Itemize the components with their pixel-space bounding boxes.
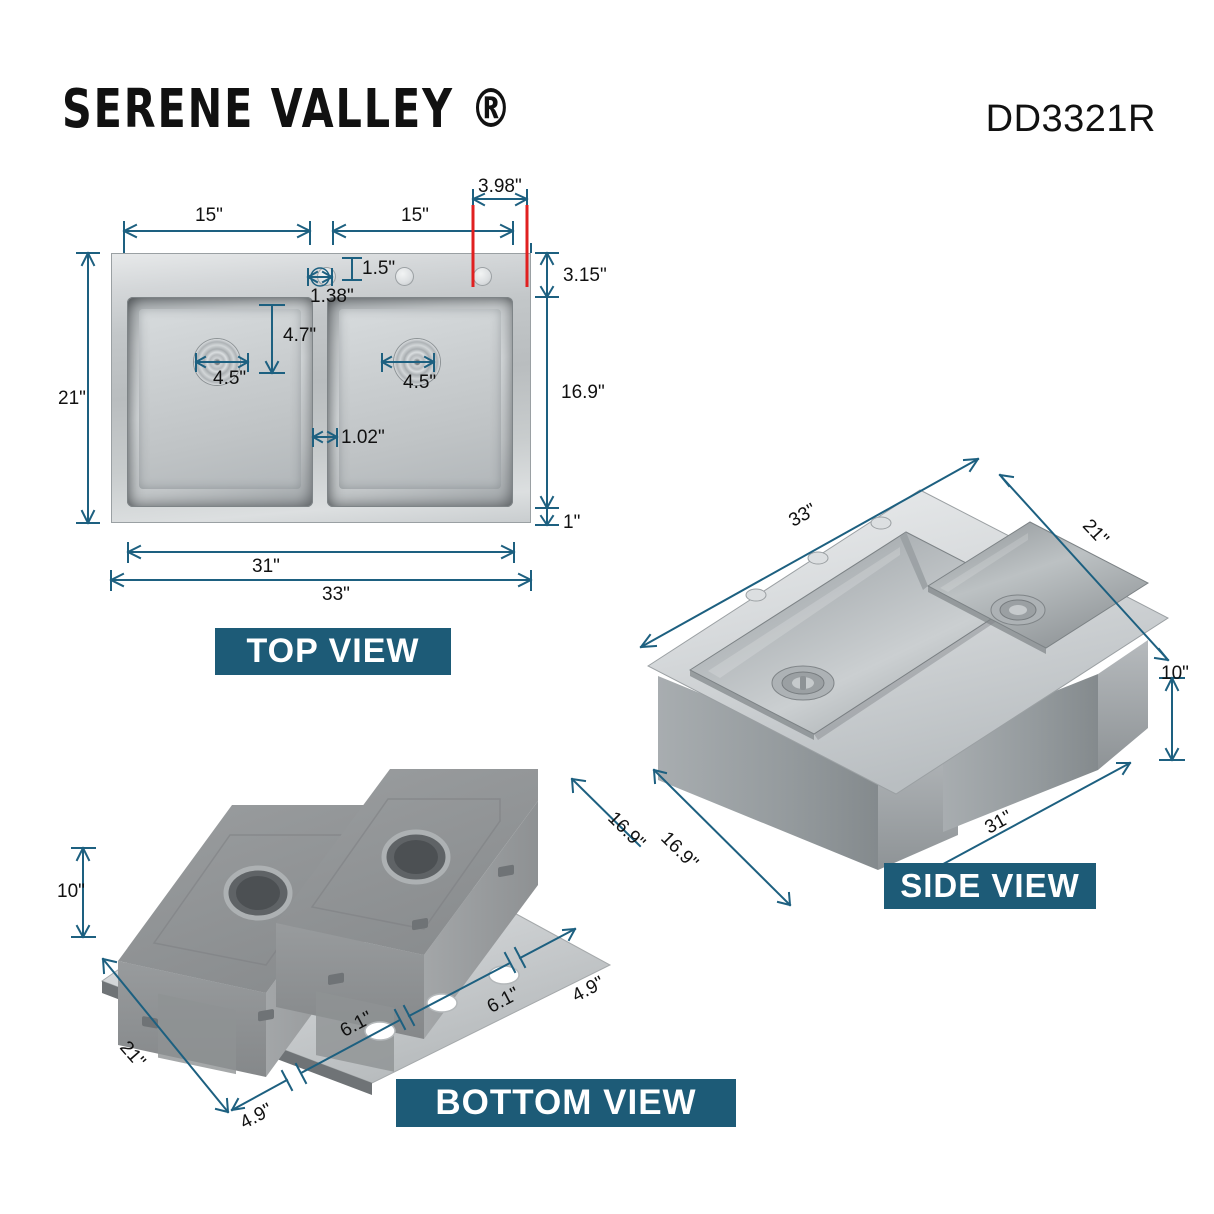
dim-top-hole-diameter: 1.38": [310, 286, 354, 307]
top-view-illustration: [111, 253, 531, 523]
bottom-view-banner: BOTTOM VIEW: [396, 1079, 736, 1127]
bottom-faucet-hole-3: [488, 965, 520, 985]
dim-top-bowl-depth: 16.9": [561, 382, 605, 403]
dim-top-overall-width: 33": [322, 584, 350, 605]
side-faucet-hole-1: [745, 588, 767, 602]
side-faucet-hole-3: [870, 516, 892, 530]
side-bowl-left-lip: [690, 670, 814, 740]
dim-top-drain-diameter-right: 4.5": [403, 372, 437, 393]
side-bowl-right-side: [1098, 640, 1148, 770]
sink-bowl-right: [327, 297, 513, 507]
dim-top-deck-back: 3.15": [563, 265, 607, 286]
side-view-illustration: [647, 489, 1169, 870]
dim-top-divider-width: 1.02": [341, 427, 385, 448]
side-faucet-hole-2: [807, 551, 829, 565]
dim-top-overall-height: 21": [58, 388, 86, 409]
dim-top-right-bowl-width: 15": [401, 205, 429, 226]
dim-top-bowl-total-width: 31": [252, 556, 280, 577]
dim-top-hole-edge-distance: 1.5": [362, 258, 396, 279]
dim-top-drain-offset: 4.7": [283, 325, 317, 346]
sink-bowl-right-floor: [339, 309, 501, 489]
faucet-hole-2: [395, 267, 414, 286]
side-view-banner: SIDE VIEW: [884, 863, 1096, 909]
faucet-hole-1: [317, 267, 336, 286]
dim-top-drain-diameter-left: 4.5": [213, 368, 247, 389]
dim-top-deck-front: 1": [563, 512, 581, 533]
dim-top-hole-offset-right: 3.98": [478, 176, 522, 197]
top-view-banner: TOP VIEW: [215, 628, 451, 675]
model-number: DD3321R: [985, 98, 1156, 140]
brand-logo: SERENE VALLEY ®: [62, 78, 514, 141]
sink-bowl-left-floor: [139, 309, 301, 489]
bottom-view-illustration: [100, 769, 612, 1095]
dim-bottom-bowl-height: 10": [57, 881, 85, 902]
dim-side-bowl-depth: 10": [1161, 663, 1189, 684]
dim-top-left-bowl-width: 15": [195, 205, 223, 226]
bottom-faucet-hole-2: [426, 993, 458, 1013]
faucet-hole-3: [473, 267, 492, 286]
